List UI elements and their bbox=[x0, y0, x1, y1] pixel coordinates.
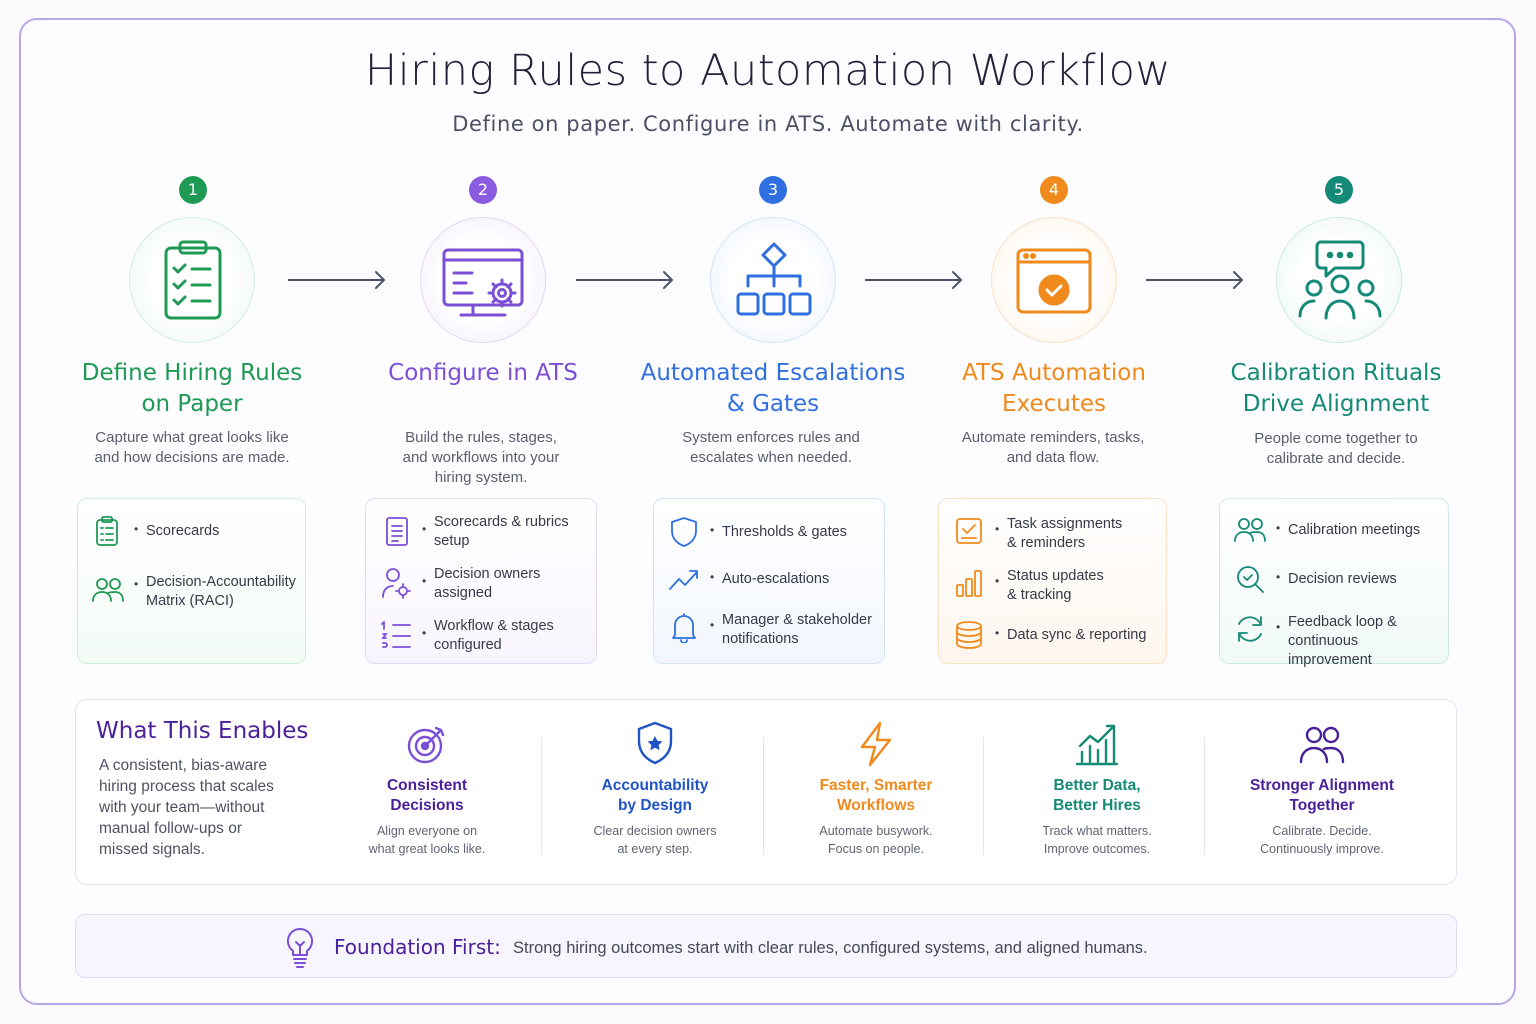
foundation-title: Foundation First: bbox=[334, 935, 501, 959]
bar-chart-icon bbox=[956, 570, 982, 597]
divider bbox=[541, 737, 542, 855]
step-description: Build the rules, stages,and workflows in… bbox=[402, 429, 560, 486]
page-subtitle: Define on paper. Configure in ATS. Autom… bbox=[452, 112, 1084, 136]
divider bbox=[983, 737, 984, 855]
clipboard-list-icon bbox=[96, 516, 118, 546]
user-gear-icon bbox=[382, 568, 411, 599]
foundation-banner bbox=[75, 914, 1457, 978]
step-number-badge: 5 bbox=[1325, 176, 1353, 204]
document-lines-icon bbox=[386, 517, 408, 546]
flow-arrow bbox=[865, 271, 963, 289]
trend-up-icon bbox=[669, 570, 698, 590]
flow-arrow bbox=[576, 271, 674, 289]
flow-arrow bbox=[1146, 271, 1244, 289]
step-number-badge: 2 bbox=[469, 176, 497, 204]
step-description: Automate reminders, tasks,and data flow. bbox=[961, 429, 1145, 466]
task-check-icon bbox=[956, 518, 982, 544]
numbered-list-icon bbox=[381, 621, 411, 648]
benefit-item: Better Data,Better Hires Track what matt… bbox=[997, 720, 1197, 858]
page-title: Hiring Rules to Automation Workflow bbox=[364, 46, 1172, 96]
foundation-text: Strong hiring outcomes start with clear … bbox=[513, 939, 1148, 957]
browser-check-icon bbox=[991, 217, 1117, 343]
lightning-icon bbox=[860, 721, 892, 767]
hierarchy-icon bbox=[710, 217, 836, 343]
database-icon bbox=[956, 621, 982, 649]
shield-icon bbox=[671, 517, 697, 547]
refresh-icon bbox=[1238, 616, 1262, 642]
step-title: Automated Escalations& Gates bbox=[640, 360, 906, 417]
people-icon bbox=[1299, 726, 1345, 764]
step-number-badge: 4 bbox=[1040, 176, 1068, 204]
bell-icon bbox=[672, 613, 696, 643]
magnifier-check-icon bbox=[1237, 566, 1264, 593]
growth-chart-icon bbox=[1075, 724, 1119, 766]
step-card: •Thresholds & gates •Auto-escalations • … bbox=[653, 498, 885, 664]
people-icon bbox=[92, 578, 124, 602]
shield-star-icon bbox=[637, 721, 673, 765]
step-title: Configure in ATS bbox=[388, 360, 578, 386]
divider bbox=[1204, 737, 1205, 855]
people-icon bbox=[1234, 518, 1266, 542]
step-card: • Task assignments& reminders • Status u… bbox=[938, 498, 1167, 664]
enables-panel bbox=[75, 699, 1457, 885]
step-number-badge: 1 bbox=[179, 176, 207, 204]
enables-description: A consistent, bias-aware hiring process … bbox=[99, 757, 274, 858]
flow-arrow bbox=[288, 271, 386, 289]
checklist-clipboard-icon bbox=[129, 217, 255, 343]
target-icon bbox=[407, 726, 445, 764]
lightbulb-icon bbox=[286, 927, 314, 968]
enables-title: What This Enables bbox=[96, 718, 309, 744]
divider bbox=[763, 737, 764, 855]
monitor-gear-icon bbox=[420, 217, 546, 343]
step-number-badge: 3 bbox=[759, 176, 787, 204]
group-chat-icon bbox=[1276, 217, 1402, 343]
step-card: •Calibration meetings •Decision reviews … bbox=[1219, 498, 1449, 668]
